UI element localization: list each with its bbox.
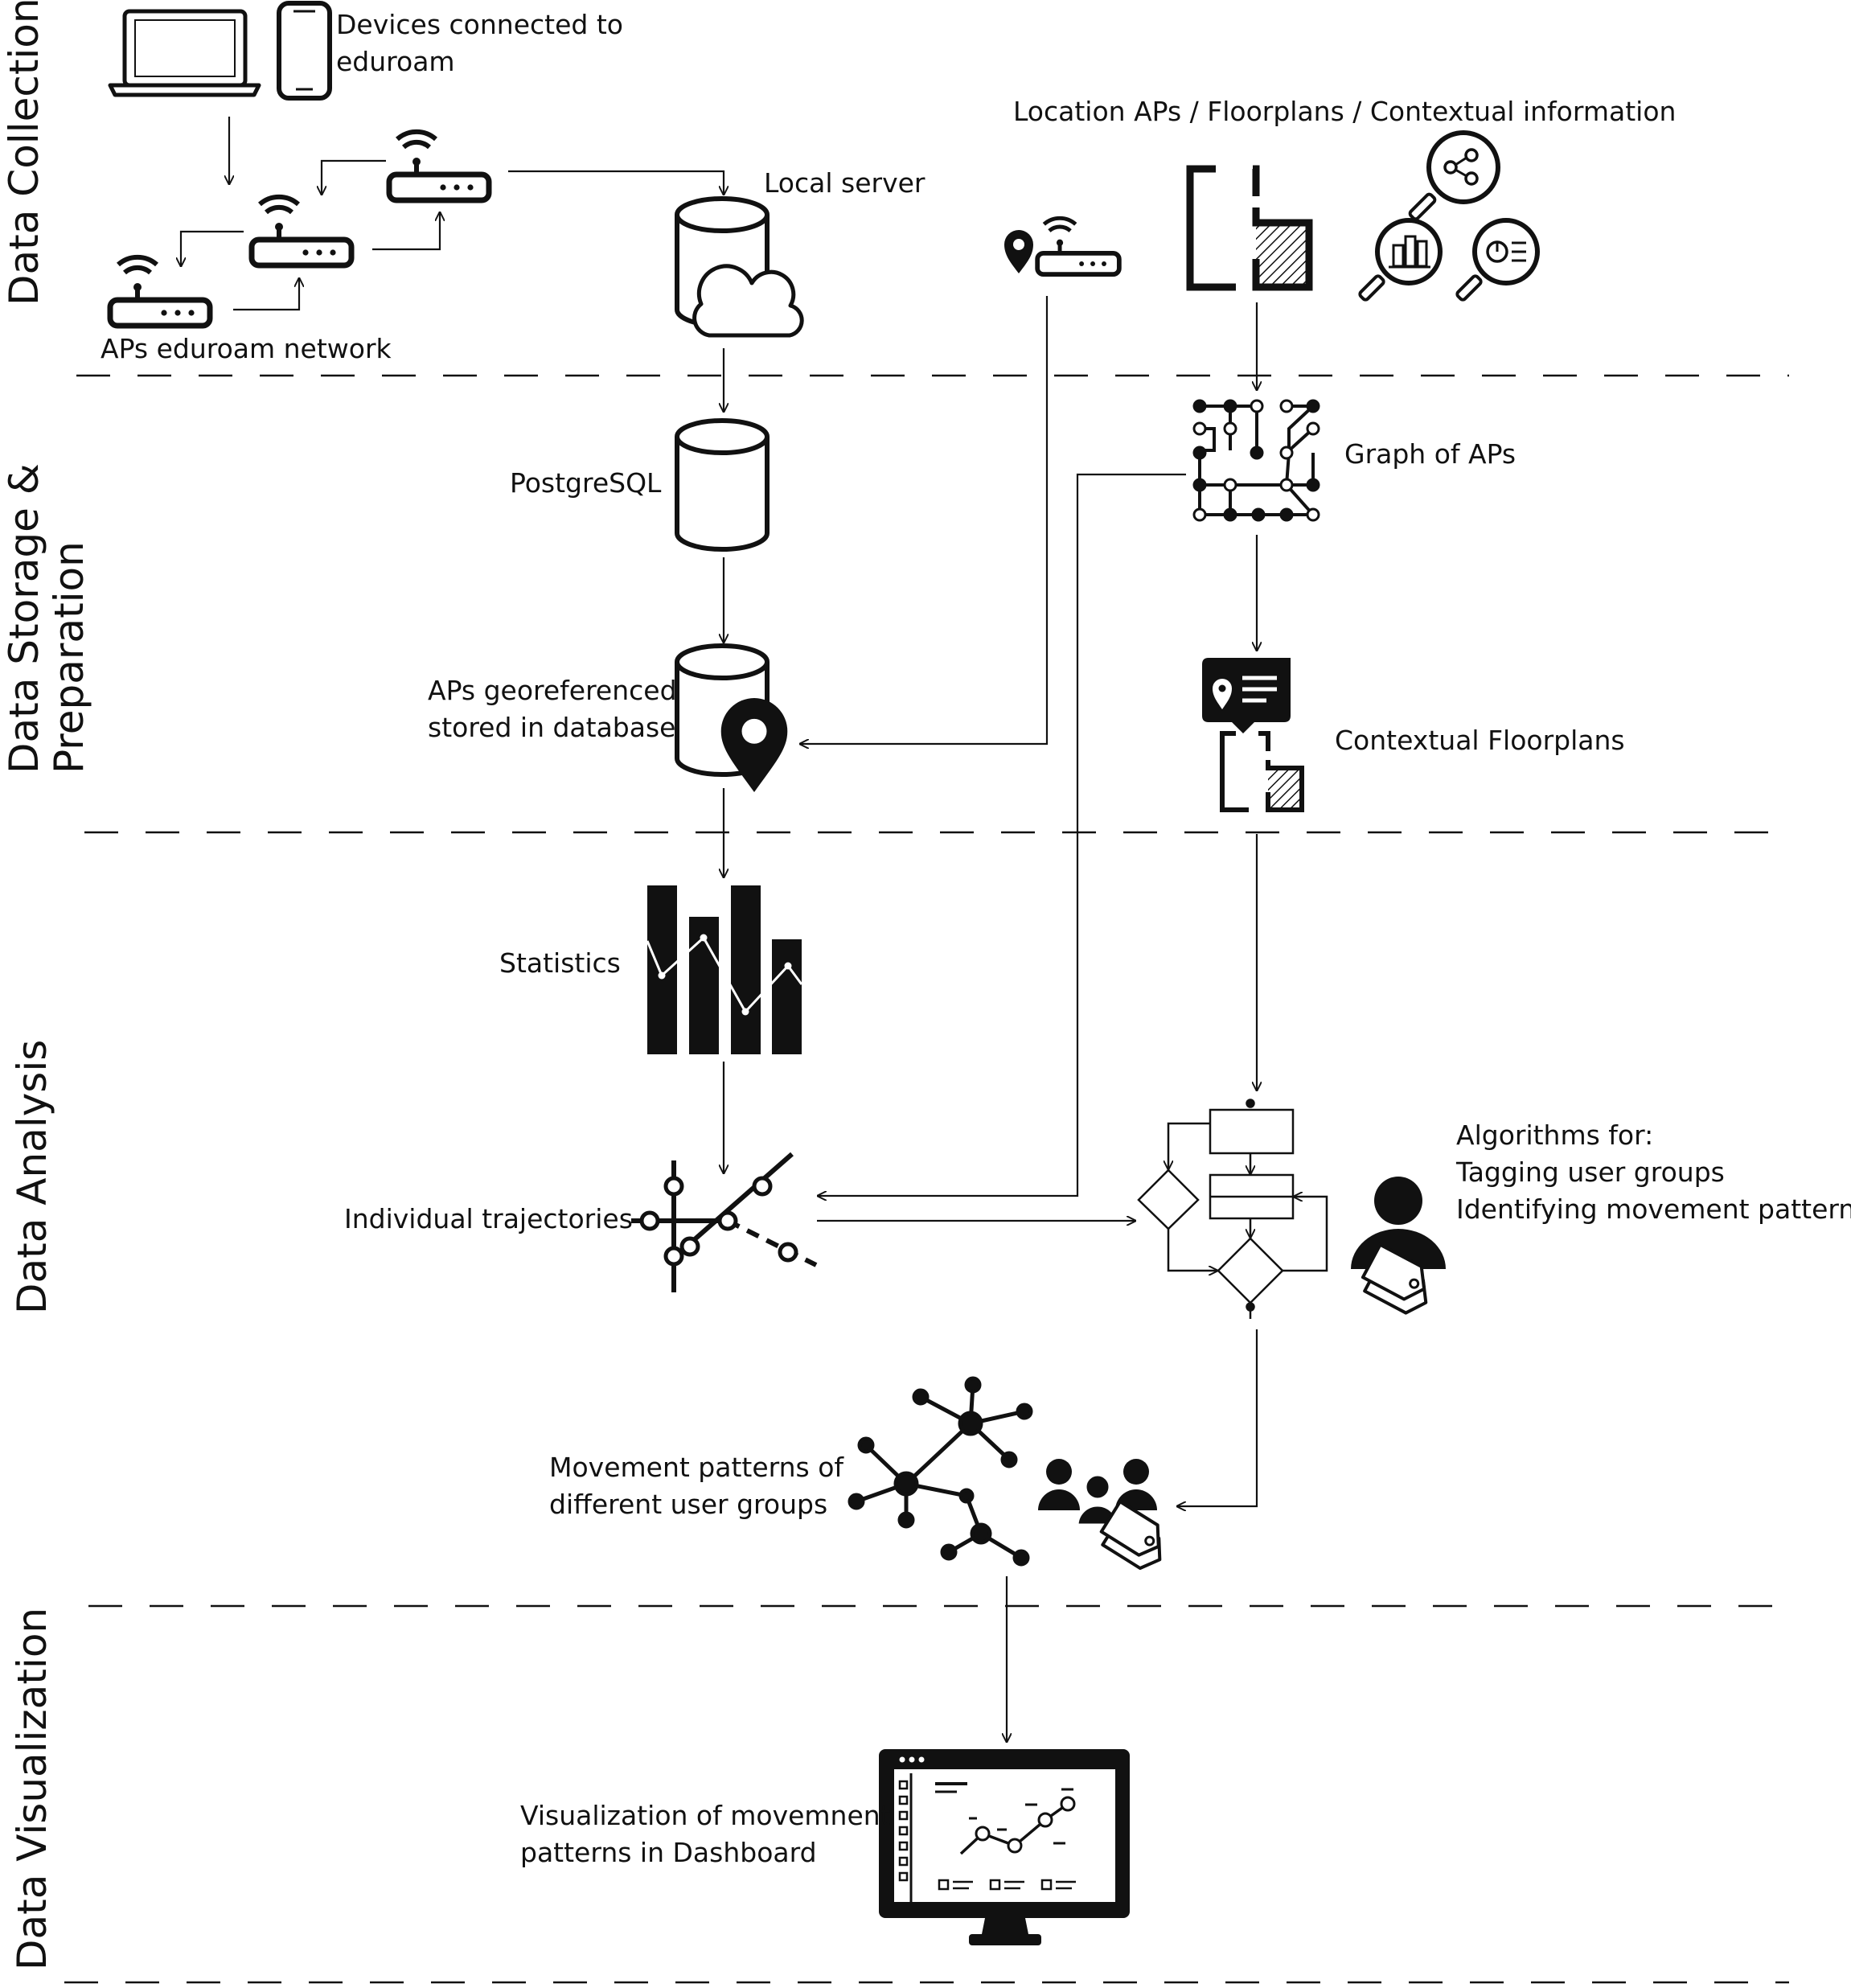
- devices-label: Devices connected to eduroam: [336, 6, 623, 80]
- wifi-router-icon: [252, 197, 351, 265]
- local-server-label: Local server: [764, 167, 926, 199]
- network-icon: [848, 1376, 1033, 1567]
- flowchart-icon: [1137, 1099, 1328, 1319]
- arrow-router-middle-to-left: [181, 230, 244, 267]
- label-line: different user groups: [549, 1489, 828, 1520]
- label-line: APs georeferenced: [428, 675, 677, 706]
- movement-patterns-label: Movement patterns of different user grou…: [549, 1449, 843, 1523]
- laptop-icon: [108, 9, 261, 97]
- stage-title-analysis: Data Analysis: [9, 1039, 55, 1314]
- magnifier-network-icon: [1408, 130, 1500, 221]
- aps-network-label: APs eduroam network: [101, 333, 392, 364]
- magnifier-report-icon: [1455, 218, 1540, 302]
- dashboard-monitor-icon: [879, 1749, 1130, 1945]
- label-line: Movement patterns of: [549, 1452, 844, 1483]
- arrow-router-middle-to-top: [372, 212, 440, 251]
- trajectory-nodes: [639, 1176, 798, 1267]
- trajectories-label: Individual trajectories: [344, 1203, 633, 1234]
- label-line: stored in database: [428, 712, 676, 743]
- arrow-algorithms-to-patterns: [1176, 1329, 1258, 1506]
- contextual-floorplans-label: Contextual Floorplans: [1335, 725, 1625, 756]
- wifi-router-icon: [110, 257, 210, 326]
- visualization-label: Visualization of movemnent patterns in D…: [520, 1797, 891, 1871]
- stage-title-line: Preparation: [46, 541, 92, 774]
- label-line: patterns in Dashboard: [520, 1837, 817, 1868]
- aps-georef-label: APs georeferenced stored in database: [428, 672, 677, 746]
- stage-title-text: Data Visualization: [9, 1607, 55, 1970]
- stage-title-visualization: Data Visualization: [9, 1607, 55, 1970]
- arrow-graph-to-trajectories: [817, 473, 1186, 1196]
- bar-chart-icon: [646, 885, 803, 1054]
- label-line: Visualization of movemnent: [520, 1800, 891, 1831]
- label-line: Devices connected to: [336, 9, 623, 40]
- smartphone-icon: [277, 1, 332, 101]
- stage-title-text: Data Collection: [1, 0, 47, 306]
- algorithms-label: Algorithms for: Tagging user groups Iden…: [1456, 1117, 1851, 1228]
- floorplan-icon: [1186, 165, 1313, 291]
- info-pin-icon: [1202, 658, 1291, 733]
- stage-title-collection: Data Collection: [1, 0, 47, 306]
- cloud-icon: [692, 264, 804, 338]
- wifi-router-icon: [389, 132, 489, 200]
- location-ap-icon: [1004, 218, 1119, 274]
- label-line: Algorithms for:: [1456, 1119, 1654, 1151]
- postgresql-label: PostgreSQL: [510, 467, 662, 499]
- magnifier-buildings-icon: [1358, 218, 1443, 302]
- arrow-router-top-to-middle: [322, 159, 386, 195]
- connectors: [181, 117, 1257, 1743]
- graph-nodes: [1192, 399, 1320, 522]
- location-info-label: Location APs / Floorplans / Contextual i…: [1013, 96, 1677, 127]
- database-icon: [675, 418, 770, 552]
- arrow-location-ap-to-georef: [799, 296, 1049, 744]
- user-tag-icon: [1351, 1177, 1446, 1315]
- group-tag-icon: [1038, 1459, 1162, 1571]
- label-line: eduroam: [336, 46, 455, 77]
- location-pin-icon: [720, 698, 788, 792]
- arrow-router-to-server: [508, 170, 724, 195]
- stage-separators: [64, 374, 1789, 1984]
- graph-aps-label: Graph of APs: [1344, 438, 1517, 470]
- stage-title-storage: Data Storage & Preparation: [1, 463, 92, 774]
- arrow-router-left-to-middle: [233, 277, 299, 311]
- statistics-label: Statistics: [499, 947, 621, 979]
- stage-title-line: Data Storage &: [1, 463, 47, 774]
- floorplan-icon: [1220, 731, 1304, 812]
- stage-title-text: Data Analysis: [9, 1039, 55, 1314]
- label-line: Tagging user groups: [1456, 1156, 1725, 1188]
- label-line: Identifying movement patterns: [1456, 1193, 1851, 1225]
- graph-icon: [1198, 405, 1318, 516]
